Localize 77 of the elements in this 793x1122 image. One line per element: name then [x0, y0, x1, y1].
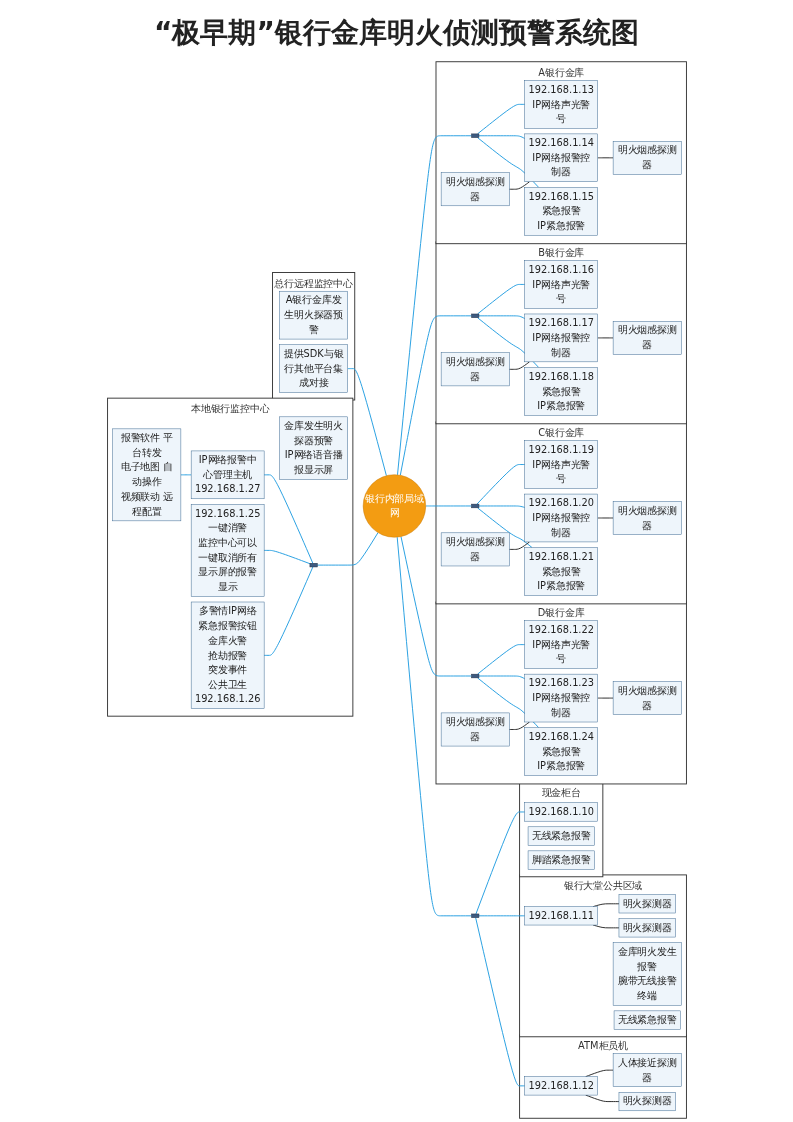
connector: [179, 474, 192, 476]
connector: [478, 315, 525, 320]
connector: [263, 549, 310, 565]
connector: [476, 644, 525, 675]
connector: [478, 505, 525, 508]
connector: [476, 137, 539, 188]
connector: [316, 532, 378, 566]
node-box: 无线紧急报警: [613, 1010, 681, 1030]
connector: [476, 103, 525, 135]
node-box: [470, 673, 479, 679]
connector: [478, 915, 525, 917]
connector: [476, 507, 532, 548]
connector: [596, 157, 614, 159]
node-box: 192.168.1.11: [524, 906, 598, 926]
connector: [476, 317, 539, 368]
diagram-title: “极早期”银行金库明火侦测预警系统图: [154, 15, 639, 51]
node-circle: 银行内部局域网: [362, 474, 426, 538]
node-box: 金库发生明火探器预警 IP网络语音播报显示屏: [278, 416, 348, 480]
node-box: 192.168.1.15 紧急报警 IP紧急报警: [524, 187, 598, 236]
connector: [508, 541, 530, 550]
node-box: 人体接近探测器: [612, 1053, 682, 1087]
node-box: IP网络报警中心管理主机 192.168.1.27: [190, 450, 264, 500]
node-box: 192.168.1.24 紧急报警 IP紧急报警: [524, 727, 598, 776]
node-box: 192.168.1.12: [524, 1076, 598, 1096]
connector: [400, 536, 472, 677]
node-box: 无线紧急报警: [527, 826, 595, 846]
node-box: 192.168.1.23 IP网络报警控制器: [524, 673, 598, 723]
connector: [478, 135, 525, 139]
node-box: 192.168.1.13 IP网络声光警号: [524, 80, 598, 129]
connector: [476, 283, 525, 315]
connector: [476, 677, 539, 729]
node-box: 明火烟感探测器: [440, 712, 510, 747]
node-box: 192.168.1.25 一键消警 监控中心可以一键取消所有显示屏的报警显示: [190, 504, 264, 597]
node-box: 明火烟感探测器: [440, 352, 510, 387]
node-box: 明火探测器: [618, 894, 676, 914]
node-box: [470, 313, 479, 318]
node-box: 明火烟感探测器: [612, 321, 682, 355]
connector: [424, 505, 472, 507]
node-box: 192.168.1.17 IP网络报警控制器: [524, 313, 598, 363]
node-box: 明火烟感探测器: [440, 172, 510, 207]
node-box: 192.168.1.21 紧急报警 IP紧急报警: [524, 547, 598, 596]
node-box: [470, 913, 479, 918]
node-box: [470, 133, 479, 138]
connector: [508, 181, 530, 190]
node-box: 脚踏紧急报警: [527, 850, 595, 870]
node-box: 明火探测器: [618, 918, 676, 938]
node-box: 192.168.1.19 IP网络声光警号: [524, 440, 598, 489]
node-box: 金库明火发生报警 腕带无线接警终端: [612, 942, 682, 1006]
connector: [396, 135, 472, 476]
node-box: 明火烟感探测器: [612, 681, 682, 715]
node-box: 多警情IP网络紧急报警按钮 金库火警 抢劫报警 突发事件 公共卫生 192.168.1.26: [190, 601, 264, 709]
node-box: 明火探测器: [618, 1092, 676, 1112]
connector: [478, 675, 525, 680]
node-box: [470, 503, 479, 509]
node-box: 192.168.1.22 IP网络声光警号: [524, 620, 598, 669]
node-box: 明火烟感探测器: [440, 532, 510, 567]
node-box: 192.168.1.18 紧急报警 IP紧急报警: [524, 367, 598, 416]
node-box: 192.168.1.14 IP网络报警控制器: [524, 133, 598, 182]
connector: [399, 315, 472, 476]
node-box: [309, 563, 318, 568]
node-box: 192.168.1.16 IP网络声光警号: [524, 260, 598, 309]
node-box: A银行金库发生明火探器预警: [278, 290, 348, 340]
connector: [474, 811, 525, 915]
node-box: 报警软件 平台转发 电子地图 自动操作 视频联动 远程配置: [111, 428, 181, 522]
connector: [508, 721, 530, 730]
connector: [476, 464, 525, 505]
node-box: 明火烟感探测器: [612, 501, 682, 535]
node-box: 192.168.1.20 IP网络报警控制器: [524, 493, 598, 543]
connector: [346, 368, 387, 477]
node-box: 明火烟感探测器: [612, 141, 682, 175]
node-box: 提供SDK与银行其他平台集成对接: [278, 344, 348, 393]
node-box: 192.168.1.10: [524, 802, 598, 822]
connector: [508, 361, 530, 370]
connector: [396, 536, 472, 917]
connector: [474, 917, 525, 1087]
connector: [263, 474, 313, 564]
connector: [263, 566, 313, 656]
